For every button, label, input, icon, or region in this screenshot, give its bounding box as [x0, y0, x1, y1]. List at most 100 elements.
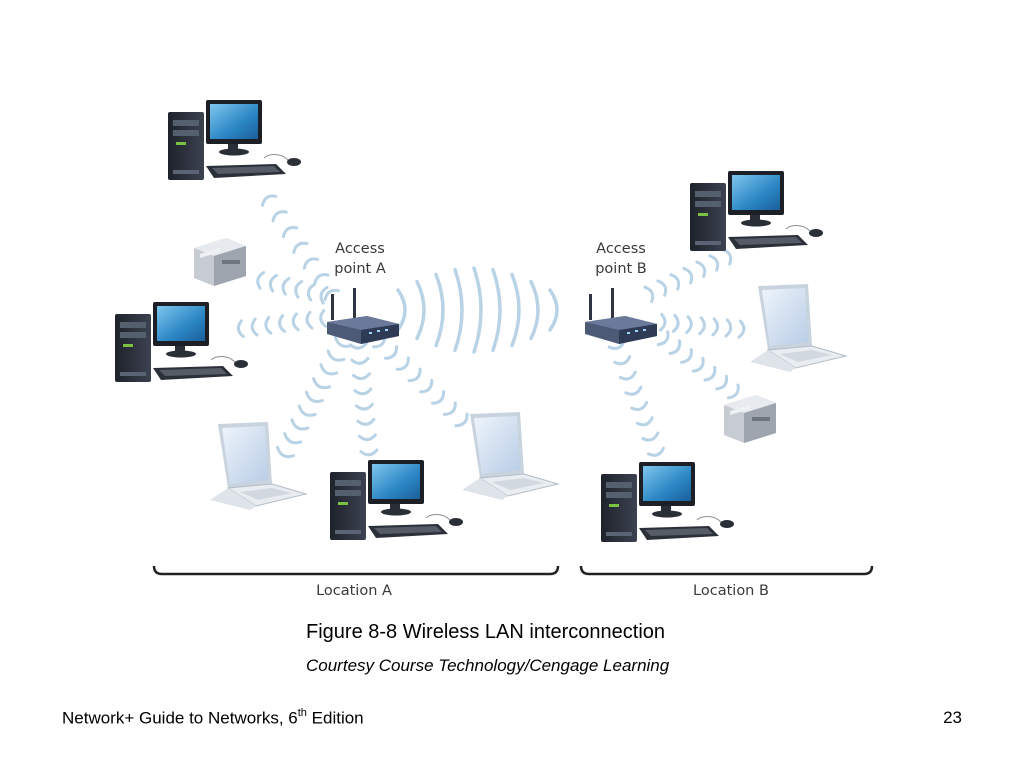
- signal-arc: [297, 404, 317, 417]
- signal-arc: [348, 341, 368, 350]
- signal-arc: [641, 431, 660, 442]
- footer-book-title: Network+ Guide to Networks, 6th Edition: [62, 707, 364, 729]
- printer-icon: [724, 395, 776, 443]
- signal-arc: [333, 335, 353, 348]
- signal-arc: [319, 286, 329, 305]
- signal-arc: [384, 345, 399, 360]
- desktop-computer-icon: [689, 170, 824, 252]
- bridge-signal-arc: [548, 288, 559, 332]
- signal-arc: [685, 315, 693, 334]
- signal-arc: [668, 339, 682, 355]
- wireless-access-point-icon: [327, 288, 399, 344]
- signal-arc: [290, 418, 310, 431]
- laptop-icon: [461, 411, 559, 501]
- signal-arc: [281, 277, 291, 296]
- signal-arc: [305, 310, 314, 330]
- signal-arc: [656, 279, 668, 297]
- signal-arc: [264, 315, 273, 335]
- signal-arc: [350, 357, 370, 365]
- signal-arc: [268, 274, 278, 293]
- signal-arc: [656, 330, 670, 347]
- wireless-access-point-icon: [585, 288, 657, 344]
- location-b-bracket: [579, 565, 874, 576]
- footer-book-prefix: Network+ Guide to Networks, 6: [62, 708, 298, 728]
- signal-arc: [357, 433, 377, 442]
- figure-caption: Figure 8-8 Wireless LAN interconnection: [306, 621, 666, 643]
- page-number: 23: [943, 708, 962, 727]
- signal-arc: [256, 271, 266, 290]
- signal-arc: [646, 446, 665, 457]
- location-a-bracket: [152, 565, 560, 576]
- signal-arc: [671, 313, 680, 333]
- access-point-b-label-line2: point B: [595, 261, 647, 277]
- signal-arc: [680, 348, 693, 364]
- signal-arc: [304, 390, 324, 403]
- location-a-label: Location A: [316, 583, 392, 599]
- signal-arc: [442, 401, 457, 416]
- access-point-a-label-line1: Access: [335, 241, 385, 257]
- bridge-signal-arc: [491, 267, 502, 353]
- signal-arc: [291, 312, 300, 332]
- signal-arc: [613, 355, 632, 366]
- signal-arc: [737, 319, 746, 339]
- footer-book-suffix: Edition: [306, 708, 364, 728]
- signal-arc: [323, 288, 340, 302]
- signal-arc: [618, 370, 637, 381]
- signal-arc: [407, 367, 422, 383]
- signal-arc: [319, 309, 328, 328]
- signal-arc: [695, 260, 707, 278]
- signal-arc: [395, 356, 410, 371]
- signal-arc: [271, 210, 288, 223]
- signal-arc: [624, 385, 643, 396]
- signal-arc: [703, 365, 717, 382]
- signal-arc: [276, 445, 295, 459]
- laptop-icon: [749, 283, 847, 373]
- signal-arc: [698, 316, 706, 336]
- signal-arc: [353, 387, 373, 396]
- signal-arc: [283, 432, 303, 445]
- signal-arc: [312, 377, 332, 390]
- signal-arc: [454, 412, 469, 428]
- signal-arc: [281, 226, 299, 239]
- signal-arc: [708, 254, 720, 272]
- laptop-icon: [209, 421, 307, 511]
- signal-arc: [306, 283, 316, 302]
- signal-arc: [630, 401, 649, 411]
- signal-arc: [711, 317, 720, 337]
- printer-icon: [194, 238, 246, 286]
- bridge-signal-arc: [453, 267, 464, 353]
- figure-credit: Courtesy Course Technology/Cengage Learn…: [306, 656, 670, 675]
- bridge-signal-arc: [415, 279, 426, 341]
- signal-arc: [359, 448, 379, 457]
- signal-arc: [294, 280, 304, 299]
- signal-arc: [682, 266, 694, 285]
- access-point-b-label-line1: Access: [596, 241, 646, 257]
- desktop-computer-icon: [329, 459, 464, 541]
- signal-arc: [431, 390, 446, 405]
- signal-arc: [326, 349, 346, 362]
- signal-arc: [419, 378, 434, 394]
- signal-arc: [643, 285, 655, 304]
- signal-arc: [715, 374, 729, 391]
- signal-arc: [302, 257, 320, 270]
- signal-arc: [261, 194, 278, 207]
- bridge-signal-arc: [396, 288, 407, 332]
- signal-arc: [351, 372, 371, 381]
- signal-arc: [726, 383, 740, 400]
- bridge-signal-arc: [510, 272, 521, 348]
- bridge-signal-arc: [434, 272, 445, 348]
- signal-arc: [354, 402, 374, 411]
- signal-arc: [356, 418, 376, 426]
- signal-arc: [658, 312, 667, 332]
- footer-book-sup: th: [297, 707, 307, 719]
- bridge-signal-arc: [472, 266, 483, 354]
- desktop-computer-icon: [114, 301, 249, 383]
- signal-arc: [236, 319, 245, 339]
- signal-arc: [669, 273, 681, 291]
- signal-arc: [724, 318, 733, 338]
- signal-arc: [721, 248, 733, 266]
- signal-arc: [635, 416, 654, 427]
- signal-arc: [292, 241, 309, 254]
- access-point-a-label-line2: point A: [334, 261, 386, 277]
